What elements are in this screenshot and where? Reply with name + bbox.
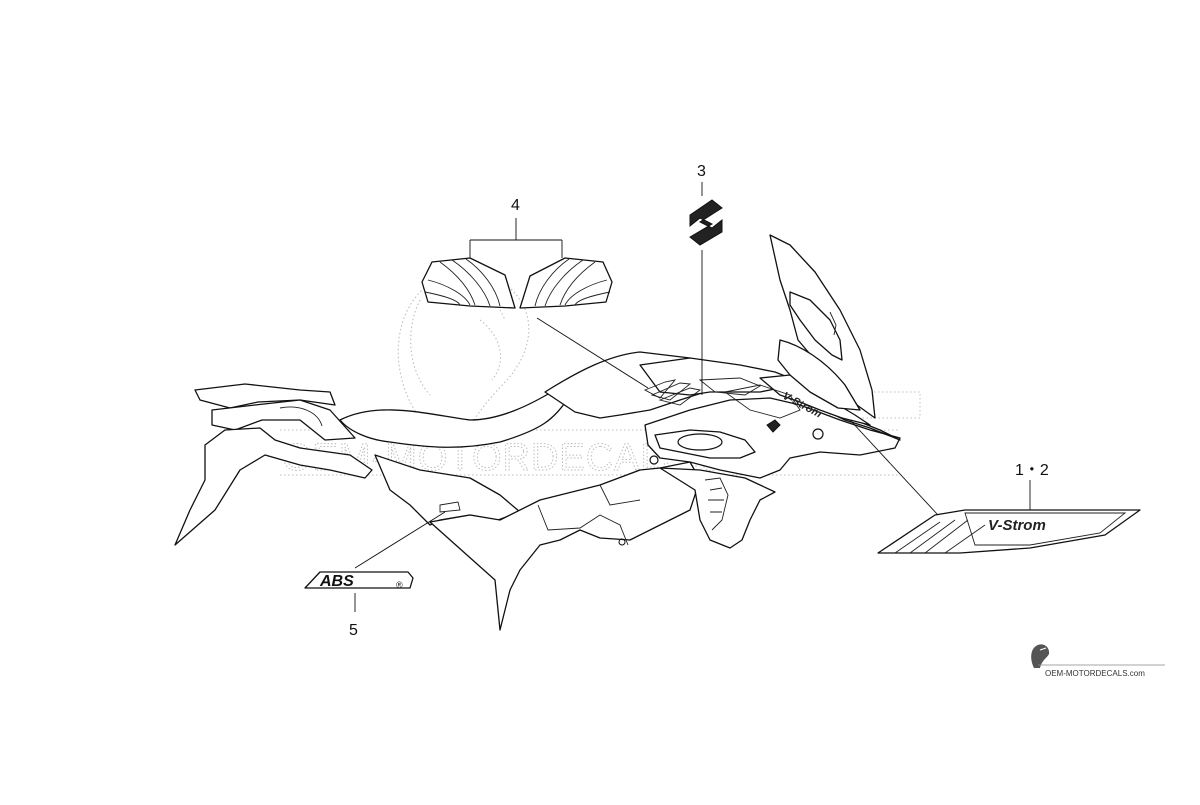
part-5-abs-decal: ABS ®	[304, 571, 414, 590]
part-3-suzuki-s-logo-icon	[689, 199, 723, 246]
decal-abs-text: ABS	[319, 573, 354, 590]
footer-logo: OEM-MOTORDECALS.com	[1031, 644, 1165, 678]
motorcycle-body-outline: V-Strom	[174, 234, 901, 631]
callout-3: 3	[697, 163, 706, 180]
footer-bird-logo-icon	[1031, 644, 1050, 668]
callout-1-2: 1・2	[1015, 462, 1049, 479]
part-4-tank-pad-decal	[421, 257, 613, 309]
part-1-2-vstrom-decal: V-Strom	[877, 509, 1141, 554]
footer-site-text: OEM-MOTORDECALS.com	[1045, 669, 1145, 678]
leader-lines	[354, 182, 1031, 612]
decal-abs-mark: ®	[396, 580, 403, 590]
decal-vstrom-text: V-Strom	[988, 517, 1046, 534]
callout-4: 4	[511, 197, 520, 214]
tank-stripe-decal	[643, 379, 702, 406]
callout-5: 5	[349, 622, 358, 639]
